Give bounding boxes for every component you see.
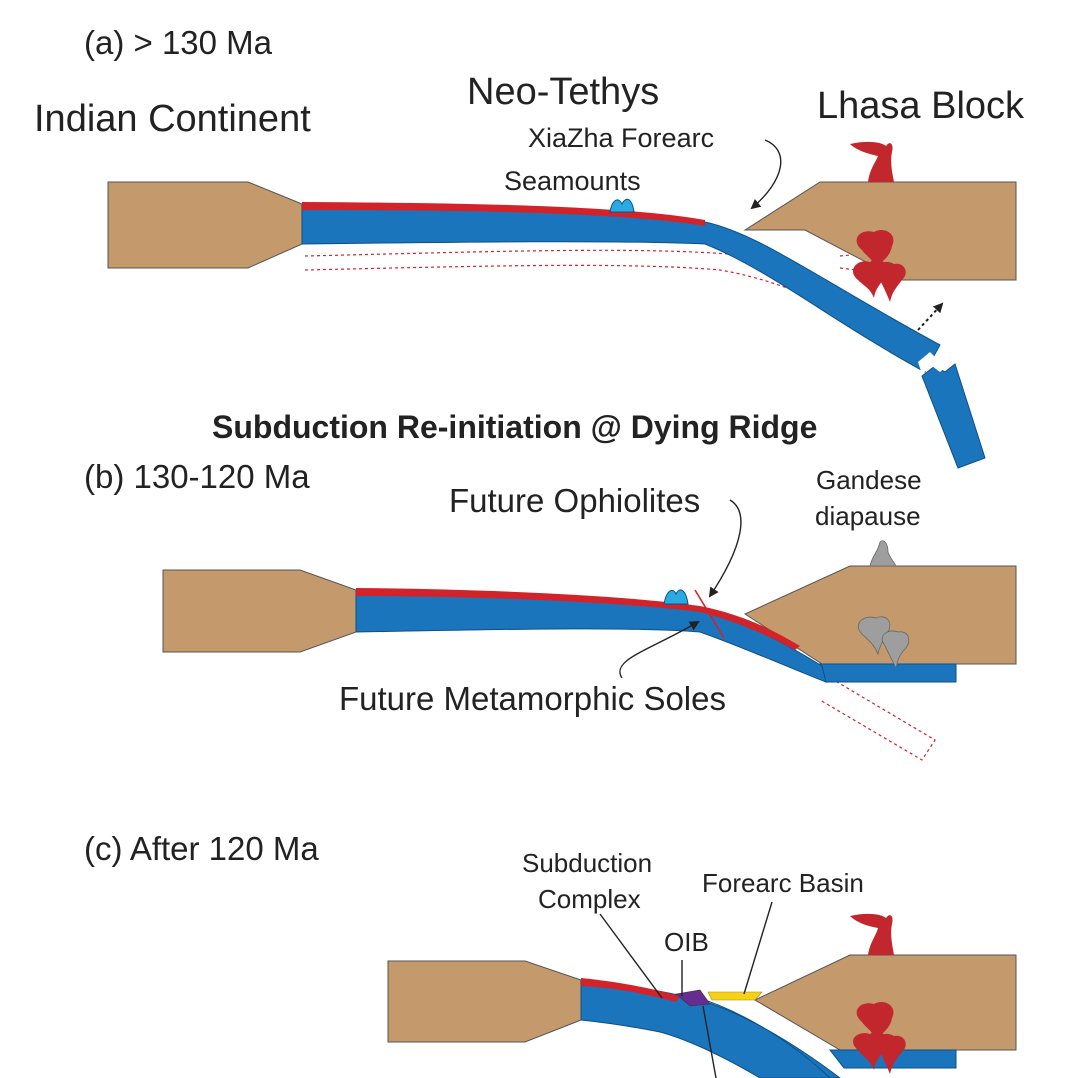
gandese-label-line1: Gandese <box>816 465 922 495</box>
oib-wedge <box>675 989 711 1007</box>
forearc-basin-leader <box>743 901 773 995</box>
volcano-a <box>850 141 894 182</box>
indian-continent-block <box>107 181 303 269</box>
oceanic-plate-b <box>355 589 827 683</box>
detached-slab <box>921 363 986 469</box>
indian-continent-block-c <box>387 960 582 1043</box>
oib-label: OIB <box>664 927 709 957</box>
lhasa-block-label: Lhasa Block <box>817 85 1025 127</box>
dormant-intrusions <box>857 616 910 670</box>
ophiolites-arrow <box>708 499 742 598</box>
underplated-slab-b <box>808 663 957 683</box>
magma-intrusions-c <box>853 1001 906 1074</box>
xiazha-forearc-label: XiaZha Forearc <box>528 123 714 153</box>
seamount-a <box>609 198 635 213</box>
seamounts-label: Seamounts <box>504 166 641 196</box>
future-slab-outline <box>799 659 936 761</box>
volcano-c <box>850 913 894 955</box>
lhasa-block-b <box>743 565 1017 665</box>
panel-c: (c) After 120 Ma Subduction Complex Fore… <box>84 830 1017 1078</box>
oceanic-crust-a <box>302 202 705 226</box>
panel-a: (a) > 130 Ma Indian Continent Neo-Tethys… <box>34 24 1025 469</box>
uplift-arrow <box>917 302 944 331</box>
seamount-b <box>663 589 689 605</box>
neo-tethys-label: Neo-Tethys <box>467 71 659 113</box>
indian-continent-label: Indian Continent <box>34 98 311 140</box>
subduction-complex-line2: Complex <box>538 884 641 914</box>
gandese-label-line2: diapause <box>815 501 921 531</box>
xiazha-arrow <box>750 139 782 210</box>
lhasa-block-c <box>753 954 1017 1051</box>
forearc-basin-fill <box>707 991 763 1001</box>
lower-leader <box>702 1005 717 1078</box>
subduction-complex-line1: Subduction <box>522 848 652 878</box>
slab-breakoff-gap <box>918 352 950 374</box>
panel-a-label: (a) > 130 Ma <box>84 24 273 61</box>
forearc-basin-label: Forearc Basin <box>702 868 864 898</box>
future-fault-line <box>694 589 725 639</box>
panel-c-label: (c) After 120 Ma <box>84 830 319 867</box>
dormant-volcano <box>869 540 897 567</box>
panel-b-label: (b) 130-120 Ma <box>84 458 310 495</box>
oceanic-crust-c <box>581 978 680 1002</box>
future-ophiolites-label: Future Ophiolites <box>449 482 700 519</box>
magma-intrusions-a <box>853 229 906 302</box>
panel-b: (b) 130-120 Ma Future Ophiolites Gandese… <box>84 458 1017 761</box>
oceanic-crust-b <box>356 588 800 650</box>
indian-continent-block-b <box>162 569 357 653</box>
headline: Subduction Re-initiation @ Dying Ridge <box>212 409 817 445</box>
subduction-complex-leader <box>599 913 663 999</box>
future-plate-outline <box>304 249 936 351</box>
soles-arrow <box>619 620 700 679</box>
future-soles-label: Future Metamorphic Soles <box>339 680 726 717</box>
